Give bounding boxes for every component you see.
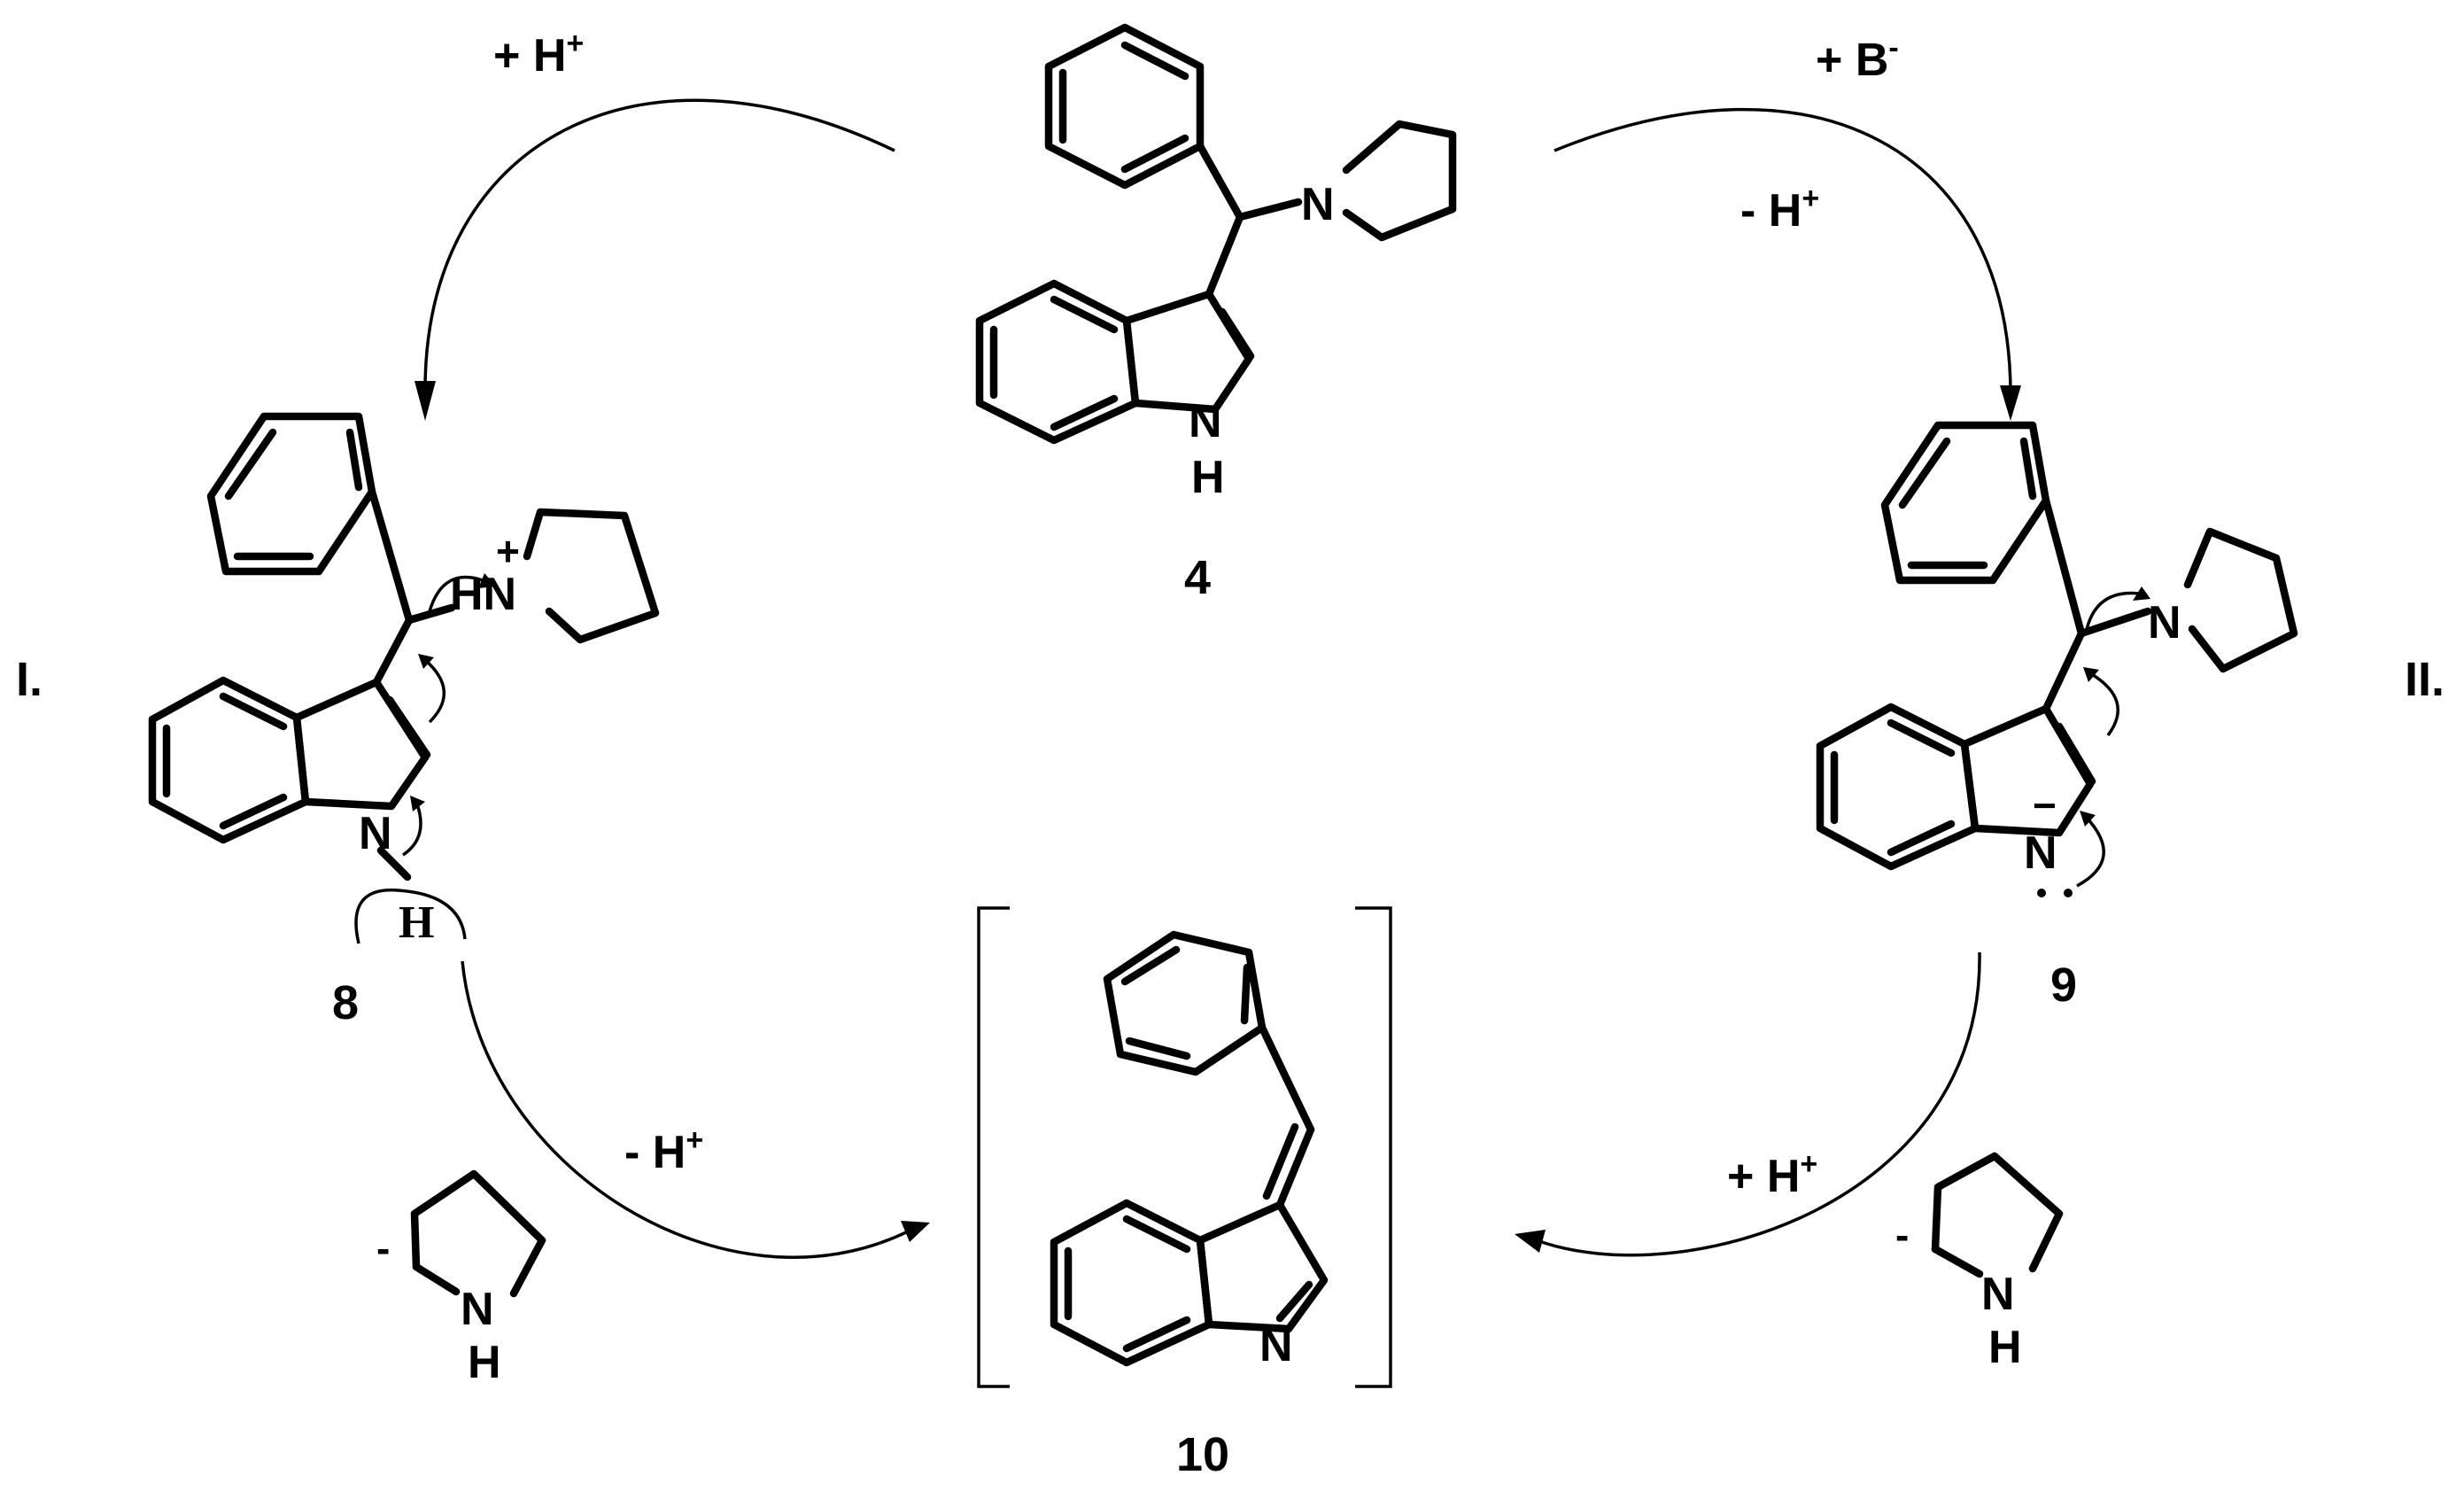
- compound-9-structure: N N −: [1816, 421, 2298, 897]
- atom-n-4-pyrrolidine: N: [1301, 179, 1335, 230]
- atom-h-4-indole: H: [1191, 452, 1225, 503]
- condition-top-right-deprotonation: - H+: [1740, 182, 1819, 237]
- pyrrolidide-left: N H -: [376, 1169, 546, 1388]
- bracket-right: [1355, 906, 1392, 1388]
- arrow-9-to-10: [1515, 951, 1981, 1257]
- compound-label-8: 8: [332, 976, 359, 1029]
- charge-minus-pyrrolidide-left: -: [376, 1225, 390, 1271]
- arrow-4-to-8: [415, 98, 895, 421]
- pathway-label-left: I.: [16, 653, 43, 706]
- condition-bottom-left: - H+: [624, 1123, 703, 1178]
- compound-label-4: 4: [1184, 551, 1211, 604]
- atom-n-8-indole: N: [359, 808, 392, 859]
- bracket-left: [977, 906, 1010, 1388]
- compound-8-structure: HN + N H: [148, 412, 660, 948]
- atom-n-10: N: [1259, 1320, 1293, 1371]
- charge-plus-8: +: [496, 528, 520, 574]
- atom-h-pyrrolidide-right: H: [1988, 1322, 2022, 1373]
- arrow-8-to-10: [461, 960, 930, 1259]
- compound-label-9: 9: [2050, 959, 2077, 1012]
- atom-n-9-pyrrolidine: N: [2148, 597, 2181, 648]
- condition-top-left: + H+: [493, 27, 584, 82]
- atom-n-pyrrolidide-right: N: [1981, 1269, 2015, 1320]
- arrow-4-to-9: [1554, 107, 2021, 421]
- charge-minus-pyrrolidide-right: -: [1895, 1212, 1909, 1258]
- atom-h-8-indole: H: [399, 897, 434, 948]
- condition-top-right-base: + B-: [1816, 31, 1899, 86]
- lone-pair-dot-right: [2064, 889, 2073, 897]
- atom-n-pyrrolidide-left: N: [461, 1284, 494, 1335]
- condition-bottom-right: + H+: [1727, 1147, 1817, 1202]
- pathway-label-right: II.: [2405, 653, 2445, 706]
- compound-10-structure: N: [977, 906, 1392, 1388]
- compound-label-10: 10: [1176, 1428, 1229, 1481]
- compound-4-structure: N N H: [975, 23, 1457, 503]
- atom-n-9-indole: N: [2024, 827, 2057, 879]
- atom-n-4-indole: N: [1189, 396, 1222, 447]
- pyrrolidide-right: N H -: [1895, 1152, 2064, 1373]
- atom-h-pyrrolidide-left: H: [468, 1337, 501, 1388]
- charge-minus-9: −: [2033, 782, 2057, 828]
- lone-pair-dot-left: [2037, 889, 2046, 897]
